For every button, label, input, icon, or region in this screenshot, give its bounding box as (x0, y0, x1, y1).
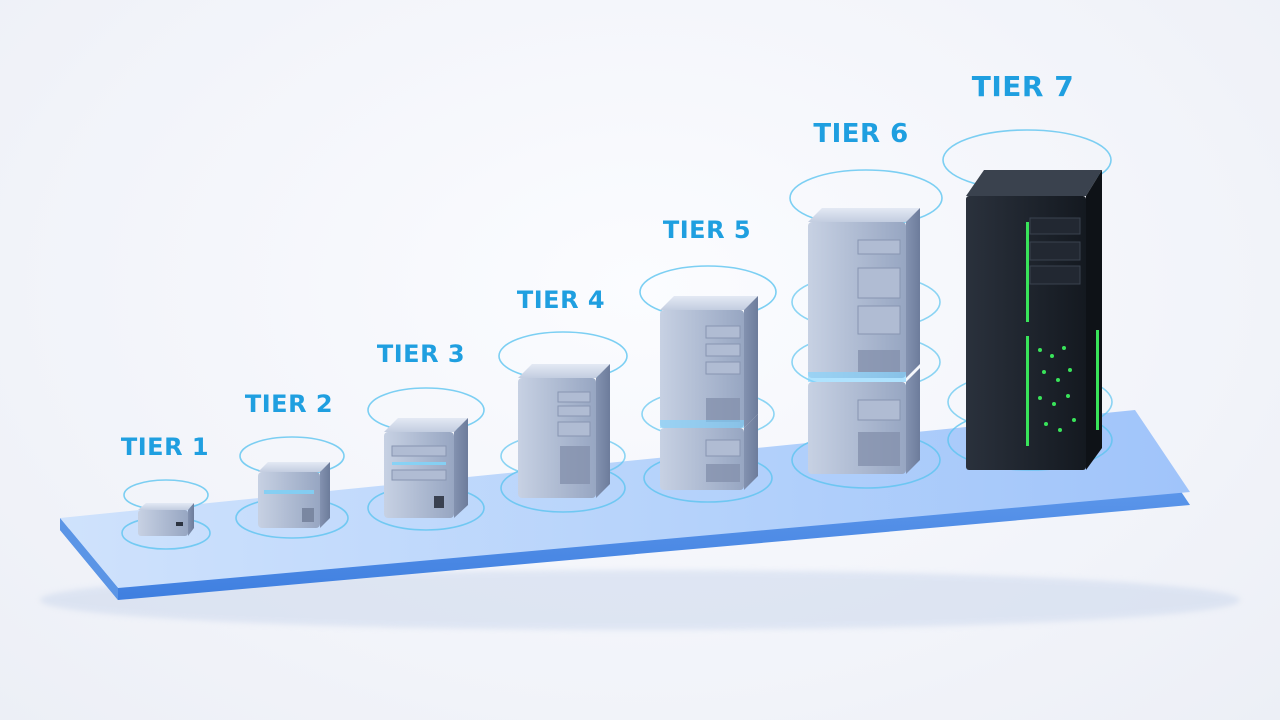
tower-server-icon (498, 331, 628, 513)
tier-2-label: TIER 2 (245, 390, 333, 418)
tier-2-group: TIER 2 (235, 390, 349, 539)
tier-1-label: TIER 1 (121, 433, 209, 461)
stacked-tower-server-icon (639, 265, 777, 503)
rack-server-icon (942, 129, 1113, 471)
tier-4-label: TIER 4 (517, 286, 605, 314)
tier-5-group: TIER 5 (639, 216, 777, 503)
tier-7-group: TIER 7 (942, 70, 1113, 471)
tier-3-label: TIER 3 (377, 340, 465, 368)
tier-1-group: TIER 1 (121, 433, 211, 550)
tier-3-group: TIER 3 (367, 340, 485, 531)
tier-6-label: TIER 6 (813, 119, 908, 149)
tier-6-group: TIER 6 (789, 119, 943, 489)
mini-pc-icon (121, 479, 211, 550)
tier-5-label: TIER 5 (663, 216, 751, 244)
cube-server-icon (367, 387, 485, 531)
small-server-icon (235, 436, 349, 539)
tall-stacked-server-icon (789, 169, 943, 489)
tier-7-label: TIER 7 (972, 70, 1074, 103)
tier-4-group: TIER 4 (498, 286, 628, 513)
